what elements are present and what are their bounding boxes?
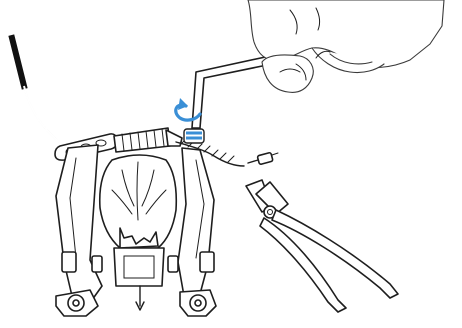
wheel-rim	[100, 155, 177, 310]
pinch-bolt-collar	[184, 129, 204, 143]
cable-cutter-pliers	[246, 180, 398, 312]
cable-end-cap	[248, 152, 278, 164]
rubber-boot	[114, 128, 182, 152]
v-brake-arm-right	[178, 148, 216, 316]
brake-cable-housing	[12, 38, 64, 146]
v-brake-arm-left	[56, 145, 102, 316]
hand	[248, 0, 444, 92]
allen-wrench	[192, 56, 272, 128]
